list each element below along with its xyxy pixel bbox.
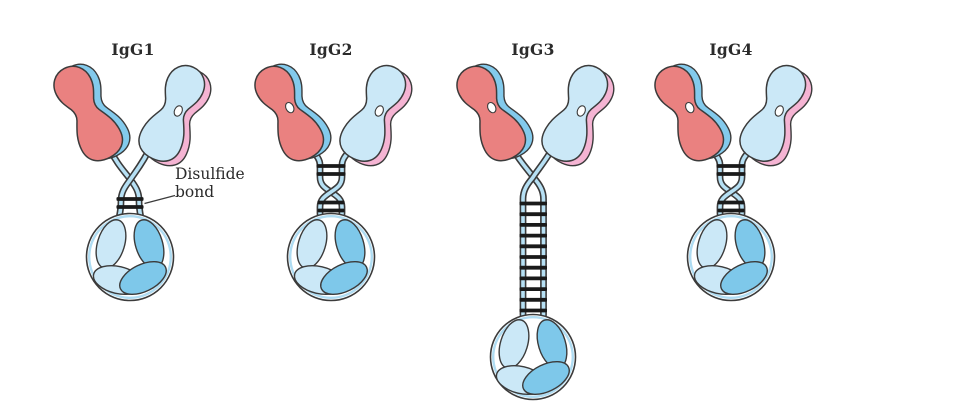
fab-arm-right-front-chain [739, 64, 807, 162]
disulfide-bond-rung [316, 164, 346, 168]
fab-arm-right-waist-hole [774, 105, 784, 117]
fc-region [686, 212, 776, 302]
annotation-line-1: Disulfide [175, 165, 245, 183]
annotation-pointer-line [144, 194, 176, 205]
fc-region [489, 313, 577, 401]
fab-arm-left [53, 63, 131, 162]
hinge-strand-left [107, 146, 143, 220]
disulfide-bond-rung [716, 172, 746, 176]
molecule-label-igg1: IgG1 [111, 40, 155, 59]
fab-arm-left [456, 63, 534, 162]
fc-lobe-lower-right [119, 260, 167, 296]
fab-arm-right [138, 64, 212, 167]
fab-arm-right-waist-hole [576, 105, 586, 117]
fab-arm-left-front-chain [654, 65, 725, 162]
fab-arm-left-front-chain [254, 65, 325, 162]
disulfide-bond-rung [519, 223, 547, 227]
fab-arm-right [541, 64, 615, 167]
igg3-molecule [456, 63, 615, 401]
disulfide-bond-rung [519, 212, 547, 217]
fc-ring-band [88, 214, 172, 299]
fab-arm-right-front-chain [339, 64, 407, 162]
disulfide-bond-rung [116, 197, 144, 201]
disulfide-bond-rung [717, 200, 745, 205]
fc-lobe-lower-right [720, 260, 768, 296]
hinge-strand-right [117, 144, 153, 220]
fc-ring-band [492, 316, 574, 399]
disulfide-bond-rung [519, 276, 547, 281]
fab-arm-right-front-chain [541, 64, 609, 162]
fab-arm-right [339, 64, 413, 167]
molecule-label-igg4: IgG4 [709, 40, 753, 59]
igg2-molecule [254, 63, 413, 302]
disulfide-bond-rung [519, 308, 547, 313]
disulfide-bond-rung [519, 233, 547, 238]
fab-arm-left-waist-hole [285, 101, 295, 114]
fc-ring-band [289, 214, 373, 299]
disulfide-bond-rung [519, 287, 547, 291]
igg1-molecule [53, 63, 212, 302]
igg4-molecule [654, 63, 813, 302]
fab-arm-left-front-chain [53, 65, 124, 162]
disulfide-bond-rung [717, 208, 745, 213]
fab-arm-left-waist-hole [487, 101, 497, 114]
disulfide-bond-rung [519, 255, 547, 259]
fab-arm-left-front-chain [456, 65, 527, 162]
fab-arm-right-front-chain [138, 64, 206, 162]
fab-arm-left [254, 63, 332, 162]
fab-arm-right-waist-hole [173, 105, 183, 117]
disulfide-bond-rung [317, 200, 345, 205]
fab-arm-left-waist-hole [685, 101, 695, 114]
disulfide-bond-rung [519, 201, 547, 206]
disulfide-bond-rung [519, 244, 547, 249]
disulfide-bond-rung [116, 205, 144, 209]
fab-arm-right-waist-hole [374, 105, 384, 117]
disulfide-bond-rung [716, 164, 746, 168]
annotation-line-2: bond [175, 183, 215, 201]
fc-lobe-lower-right [320, 260, 368, 296]
fc-region [286, 212, 376, 302]
fc-ring-band [689, 214, 773, 299]
disulfide-bond-annotation: Disulfide bond [175, 165, 245, 201]
disulfide-bond-rung [519, 265, 547, 270]
disulfide-bond-rung [317, 208, 345, 213]
molecule-label-igg2: IgG2 [309, 40, 353, 59]
fab-arm-left [654, 63, 732, 162]
molecule-label-igg3: IgG3 [511, 40, 555, 59]
fab-arm-right [739, 64, 813, 167]
fc-lobe-lower-right [522, 360, 570, 396]
fc-region [85, 212, 175, 302]
disulfide-bond-rung [519, 297, 547, 302]
disulfide-bond-rung [316, 172, 346, 176]
